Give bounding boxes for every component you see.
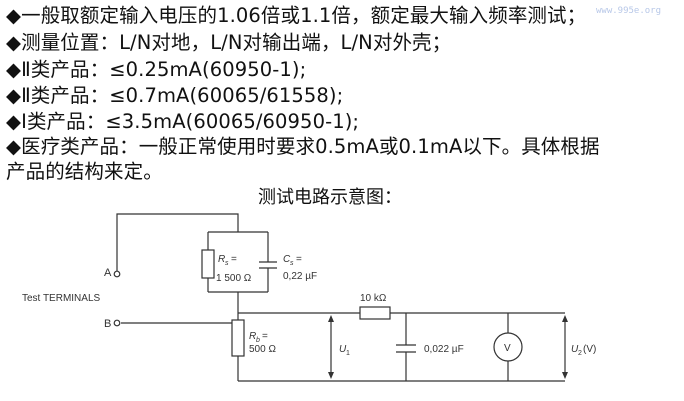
text-line-2: ◆测量位置：L/N对地，L/N对输出端，L/N对外壳； [6,31,452,54]
terminal-a [113,270,121,278]
text-line-7: 产品的结构来定。 [6,160,163,183]
watermark: www.995e.org [596,6,662,16]
rs-value: 1 500 Ω [216,273,252,284]
cs-value: 0,22 µF [283,271,317,282]
rs-symbol: R [218,254,225,265]
rb-equals: = [262,331,268,342]
diagram-title: 测试电路示意图： [258,187,402,208]
cs-subscript: s [290,260,294,267]
resistor-rb [231,319,245,357]
capacitor-c2 [396,344,416,353]
u1-arrow [328,315,334,379]
u2-arrow [562,315,568,379]
u1-symbol: U [339,344,347,355]
capacitor-cs [259,261,277,269]
r1-value: 10 kΩ [360,293,387,304]
rb-symbol: R [249,331,256,342]
u2-unit: (V) [583,344,596,355]
rb-subscript: b [256,337,260,344]
meter-symbol: V [504,343,511,354]
rb-value: 500 Ω [249,344,276,355]
terminal-a-label: A [104,267,112,279]
text-line-3: ◆Ⅱ类产品：≤0.25mA(60950-1); [6,58,307,81]
terminal-b [113,319,121,327]
circuit-wires [116,213,565,382]
cs-equals: = [296,254,302,265]
cs-symbol: C [283,254,291,265]
text-line-4: ◆Ⅱ类产品：≤0.7mA(60065/61558); [6,84,344,107]
voltmeter [493,332,523,362]
rs-equals: = [231,254,237,265]
u1-subscript: 1 [346,350,350,357]
text-line-1: ◆一般取额定输入电压的1.06倍或1.1倍，额定最大输入频率测试； [6,4,587,27]
u2-subscript: 2 [578,350,582,357]
resistor-rs [201,249,215,279]
text-line-5: ◆Ⅰ类产品：≤3.5mA(60065/60950-1); [6,110,360,133]
text-line-6: ◆医疗类产品：一般正常使用时要求0.5mA或0.1mA以下。具体根据 [6,135,600,158]
u2-symbol: U [571,344,579,355]
terminal-b-label: B [104,318,111,330]
resistor-r1 [359,306,391,320]
test-terminals-label: Test TERMINALS [22,293,100,304]
rs-subscript: s [225,260,229,267]
c2-value: 0,022 µF [424,344,464,355]
